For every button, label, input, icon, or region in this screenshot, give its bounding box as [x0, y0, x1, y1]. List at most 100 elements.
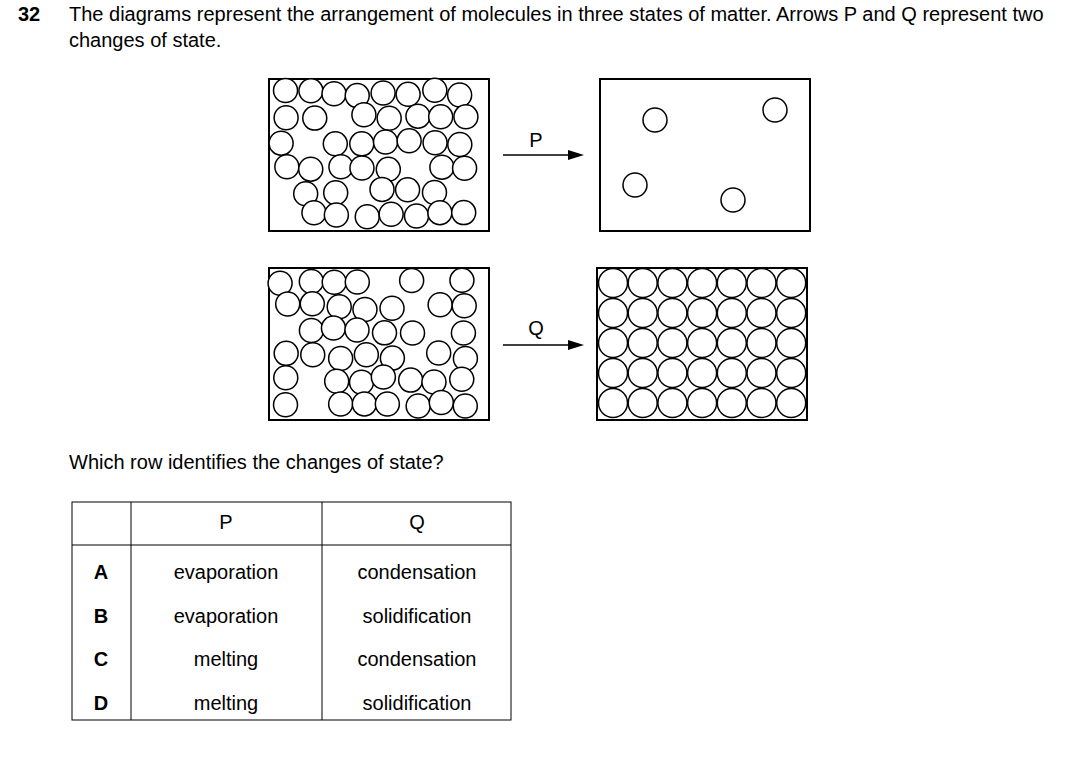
table-cell: condensation — [327, 559, 507, 585]
gas-molecule — [643, 108, 667, 132]
solid-molecule — [717, 329, 746, 358]
table-border — [72, 502, 511, 720]
liquid-molecule — [428, 293, 452, 317]
liquid-molecule — [322, 82, 346, 106]
liquid-molecule — [452, 201, 476, 225]
liquid-molecule — [352, 103, 376, 127]
liquid-molecule — [373, 321, 397, 345]
liquid-molecule — [299, 318, 323, 342]
table-cell: melting — [136, 646, 316, 672]
solid-molecule — [747, 329, 776, 358]
table-rule — [131, 502, 132, 720]
gas-molecule — [721, 188, 745, 212]
liquid-molecule — [324, 181, 348, 205]
solid-molecule — [777, 359, 806, 388]
question-text: The diagrams represent the arrangement o… — [69, 1, 1064, 53]
liquid-molecule — [302, 201, 326, 225]
solid-molecule — [628, 359, 657, 388]
row-letter: D — [76, 690, 126, 716]
liquid-molecule — [350, 156, 374, 180]
liquid-molecule — [324, 203, 348, 227]
liquid-molecule — [269, 131, 293, 155]
solid-molecule — [717, 269, 746, 298]
gas-box — [600, 79, 810, 231]
arrow-head — [568, 150, 584, 160]
table-rule — [72, 545, 511, 546]
solid-molecule — [717, 299, 746, 328]
table-cell: condensation — [327, 646, 507, 672]
liquid-box — [269, 79, 489, 231]
row-letter: A — [76, 559, 126, 585]
liquid-molecule — [448, 83, 472, 107]
liquid-molecule — [299, 157, 323, 181]
liquid-molecule — [406, 394, 430, 418]
liquid-molecule — [400, 268, 424, 292]
solid-molecule — [628, 299, 657, 328]
row-letter: C — [76, 646, 126, 672]
liquid-molecule — [329, 346, 353, 370]
solid-molecule — [777, 299, 806, 328]
solid-box — [597, 268, 807, 420]
solid-molecule — [777, 269, 806, 298]
liquid-molecule — [429, 391, 453, 415]
liquid-molecule — [276, 292, 300, 316]
liquid-molecule — [454, 105, 478, 129]
liquid-box — [269, 268, 489, 420]
solid-molecule — [658, 299, 687, 328]
question-number: 32 — [18, 1, 58, 27]
solid-molecule — [599, 359, 628, 388]
liquid-molecule — [452, 294, 476, 318]
solid-molecule — [717, 389, 746, 418]
liquid-molecule — [327, 295, 351, 319]
liquid-molecule — [396, 82, 420, 106]
solid-molecule — [777, 389, 806, 418]
liquid-molecule — [275, 155, 299, 179]
liquid-molecule — [374, 130, 398, 154]
liquid-molecule — [323, 132, 347, 156]
row-letter: B — [76, 603, 126, 629]
solid-molecule — [599, 269, 628, 298]
solid-molecule — [628, 329, 657, 358]
table-rule — [322, 502, 323, 720]
solid-molecule — [599, 329, 628, 358]
liquid-molecule — [450, 268, 474, 292]
liquid-molecule — [274, 366, 298, 390]
gas-molecule — [763, 98, 787, 122]
liquid-molecule — [430, 155, 454, 179]
liquid-molecule — [448, 132, 472, 156]
arrow-shaft — [503, 344, 572, 346]
liquid-molecule — [274, 341, 298, 365]
liquid-molecule — [329, 392, 353, 416]
liquid-molecule — [453, 156, 477, 180]
liquid-molecule — [345, 318, 369, 342]
liquid-molecule — [301, 343, 325, 367]
liquid-molecule — [397, 129, 421, 153]
solid-molecule — [688, 359, 717, 388]
table-header: Q — [327, 509, 507, 535]
table-header: P — [136, 509, 316, 535]
solid-molecule — [658, 329, 687, 358]
liquid-molecule — [406, 104, 430, 128]
liquid-molecule — [355, 205, 379, 229]
table-cell: solidification — [327, 690, 507, 716]
liquid-molecule — [423, 131, 447, 155]
solid-molecule — [688, 329, 717, 358]
liquid-molecule — [321, 316, 345, 340]
liquid-molecule — [274, 393, 298, 417]
solid-molecule — [747, 269, 776, 298]
liquid-molecule — [303, 106, 327, 130]
solid-molecule — [658, 269, 687, 298]
liquid-molecule — [427, 341, 451, 365]
solid-molecule — [717, 359, 746, 388]
arrow-label: P — [516, 127, 556, 153]
question-prompt: Which row identifies the changes of stat… — [69, 449, 569, 475]
solid-molecule — [747, 359, 776, 388]
arrow-shaft — [503, 154, 572, 156]
solid-molecule — [747, 389, 776, 418]
liquid-molecule — [375, 392, 399, 416]
solid-molecule — [628, 269, 657, 298]
table-cell: evaporation — [136, 559, 316, 585]
liquid-molecule — [300, 292, 324, 316]
liquid-molecule — [299, 270, 323, 294]
liquid-molecule — [352, 392, 376, 416]
